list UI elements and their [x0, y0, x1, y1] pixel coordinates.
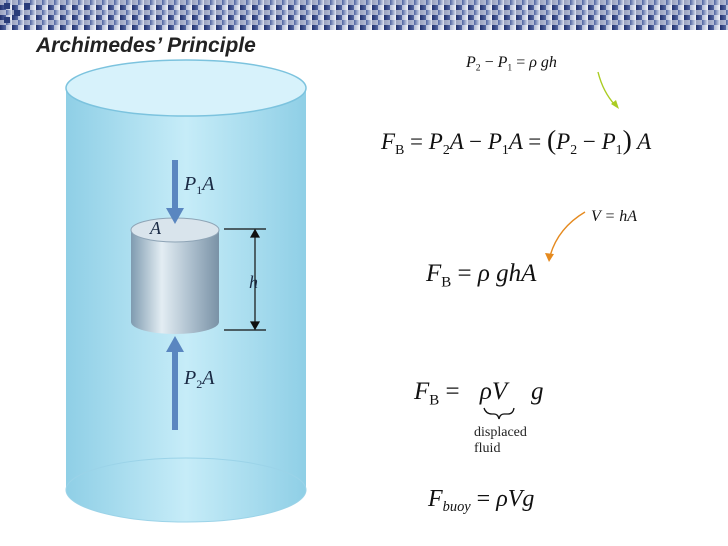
fb-rho-v-g-eq: FB = ρV g — [414, 378, 544, 409]
displaced-fluid-note: displaced fluid — [474, 425, 527, 457]
height-label: h — [249, 272, 258, 292]
slide-title: Archimedes’ Principle — [36, 34, 256, 57]
accent-arrowhead-volume — [545, 253, 554, 262]
volume-eq: V = hA — [591, 208, 638, 225]
accent-arrowhead-pressure — [611, 100, 619, 109]
bottom-force-arrow — [166, 336, 184, 430]
displaced-brace — [483, 407, 515, 420]
submerged-cylinder — [130, 217, 220, 334]
displaced-note-line1: displaced — [474, 425, 527, 440]
area-label: A — [150, 218, 161, 238]
top-force-arrow — [166, 160, 184, 224]
fbuoy-eq: Fbuoy = ρVg — [428, 486, 535, 516]
displaced-note-line2: fluid — [474, 441, 501, 456]
buoyant-force-eq: FB = P2A − P1A = (P2 − P1) A — [381, 124, 652, 157]
accent-arrow-pressure — [597, 71, 616, 106]
accent-arrow-volume — [549, 211, 586, 257]
pressure-difference-eq: P2 − P1 = ρ gh — [466, 54, 557, 74]
height-marker — [224, 228, 266, 331]
header-pattern-bar — [0, 0, 728, 30]
top-force-label: P1A — [184, 173, 215, 198]
fb-rho-g-h-a-eq: FB = ρ ghA — [426, 260, 537, 291]
bottom-force-label: P2A — [184, 367, 215, 392]
